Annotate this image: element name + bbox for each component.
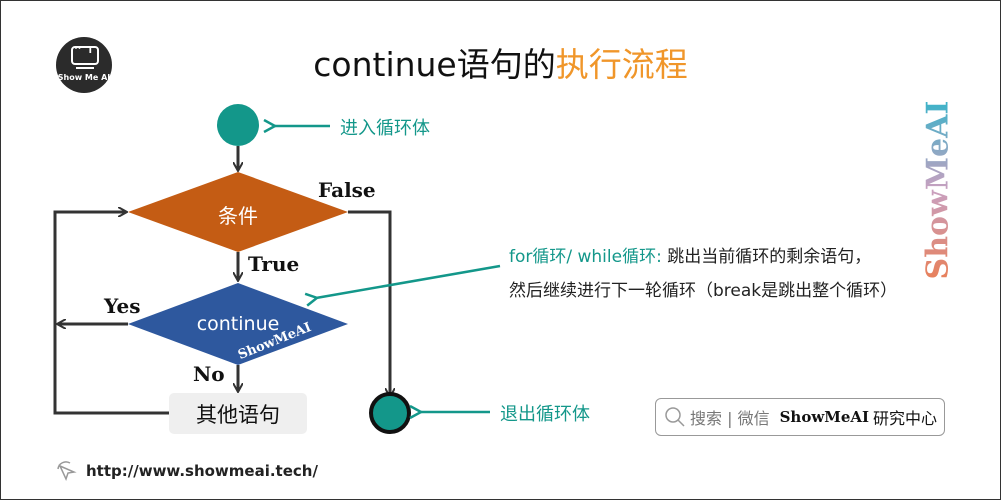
footer-url[interactable]: http://www.showmeai.tech/ xyxy=(86,462,318,480)
description: for循环/ while循环: 跳出当前循环的剩余语句， 然后继续进行下一轮循环… xyxy=(509,240,897,308)
logo-name: Show Me AI xyxy=(57,73,111,82)
description-line2: 然后继续进行下一轮循环（break是跳出整个循环） xyxy=(509,281,898,301)
page-title: continue语句的执行流程 xyxy=(0,38,1001,86)
loop-type-label: for循环/ while循环: xyxy=(509,247,662,267)
showmeai-logo: ^ I Show Me AI xyxy=(56,37,112,93)
start-label: 进入循环体 xyxy=(340,118,430,139)
footer-link[interactable]: http://www.showmeai.tech/ xyxy=(56,460,318,482)
false-label: False xyxy=(318,178,376,202)
exit-label: 退出循环体 xyxy=(500,404,590,425)
description-line1: for循环/ while循环: 跳出当前循环的剩余语句， xyxy=(509,240,897,274)
search-brand: ShowMeAI xyxy=(779,408,870,426)
logo-glyph: ^ I xyxy=(73,46,95,56)
other-statements-box: 其他语句 xyxy=(169,393,307,434)
search-brand-suffix: 研究中心 xyxy=(873,409,938,428)
start-node xyxy=(217,104,259,146)
search-icon xyxy=(665,407,685,427)
no-label: No xyxy=(193,362,225,386)
cursor-click-icon xyxy=(57,461,77,482)
exit-node xyxy=(369,392,411,434)
continue-diamond xyxy=(128,283,348,365)
description-line1-text: 跳出当前循环的剩余语句， xyxy=(661,247,872,267)
yes-label: Yes xyxy=(104,294,141,318)
search-placeholder: 搜索 | 微信 xyxy=(690,409,770,428)
true-label: True xyxy=(248,252,300,276)
continue-label: continue xyxy=(196,313,280,335)
side-watermark-text: ShowMeAI xyxy=(920,100,956,280)
condition-diamond xyxy=(128,172,348,252)
side-watermark: ShowMeAI xyxy=(918,100,958,280)
search-box[interactable]: 搜索 | 微信 ShowMeAI 研究中心 xyxy=(655,398,945,436)
robot-screen-icon xyxy=(71,46,99,69)
title-prefix: continue语句的 xyxy=(313,45,556,84)
title-highlight: 执行流程 xyxy=(555,45,688,84)
condition-label: 条件 xyxy=(218,204,258,228)
